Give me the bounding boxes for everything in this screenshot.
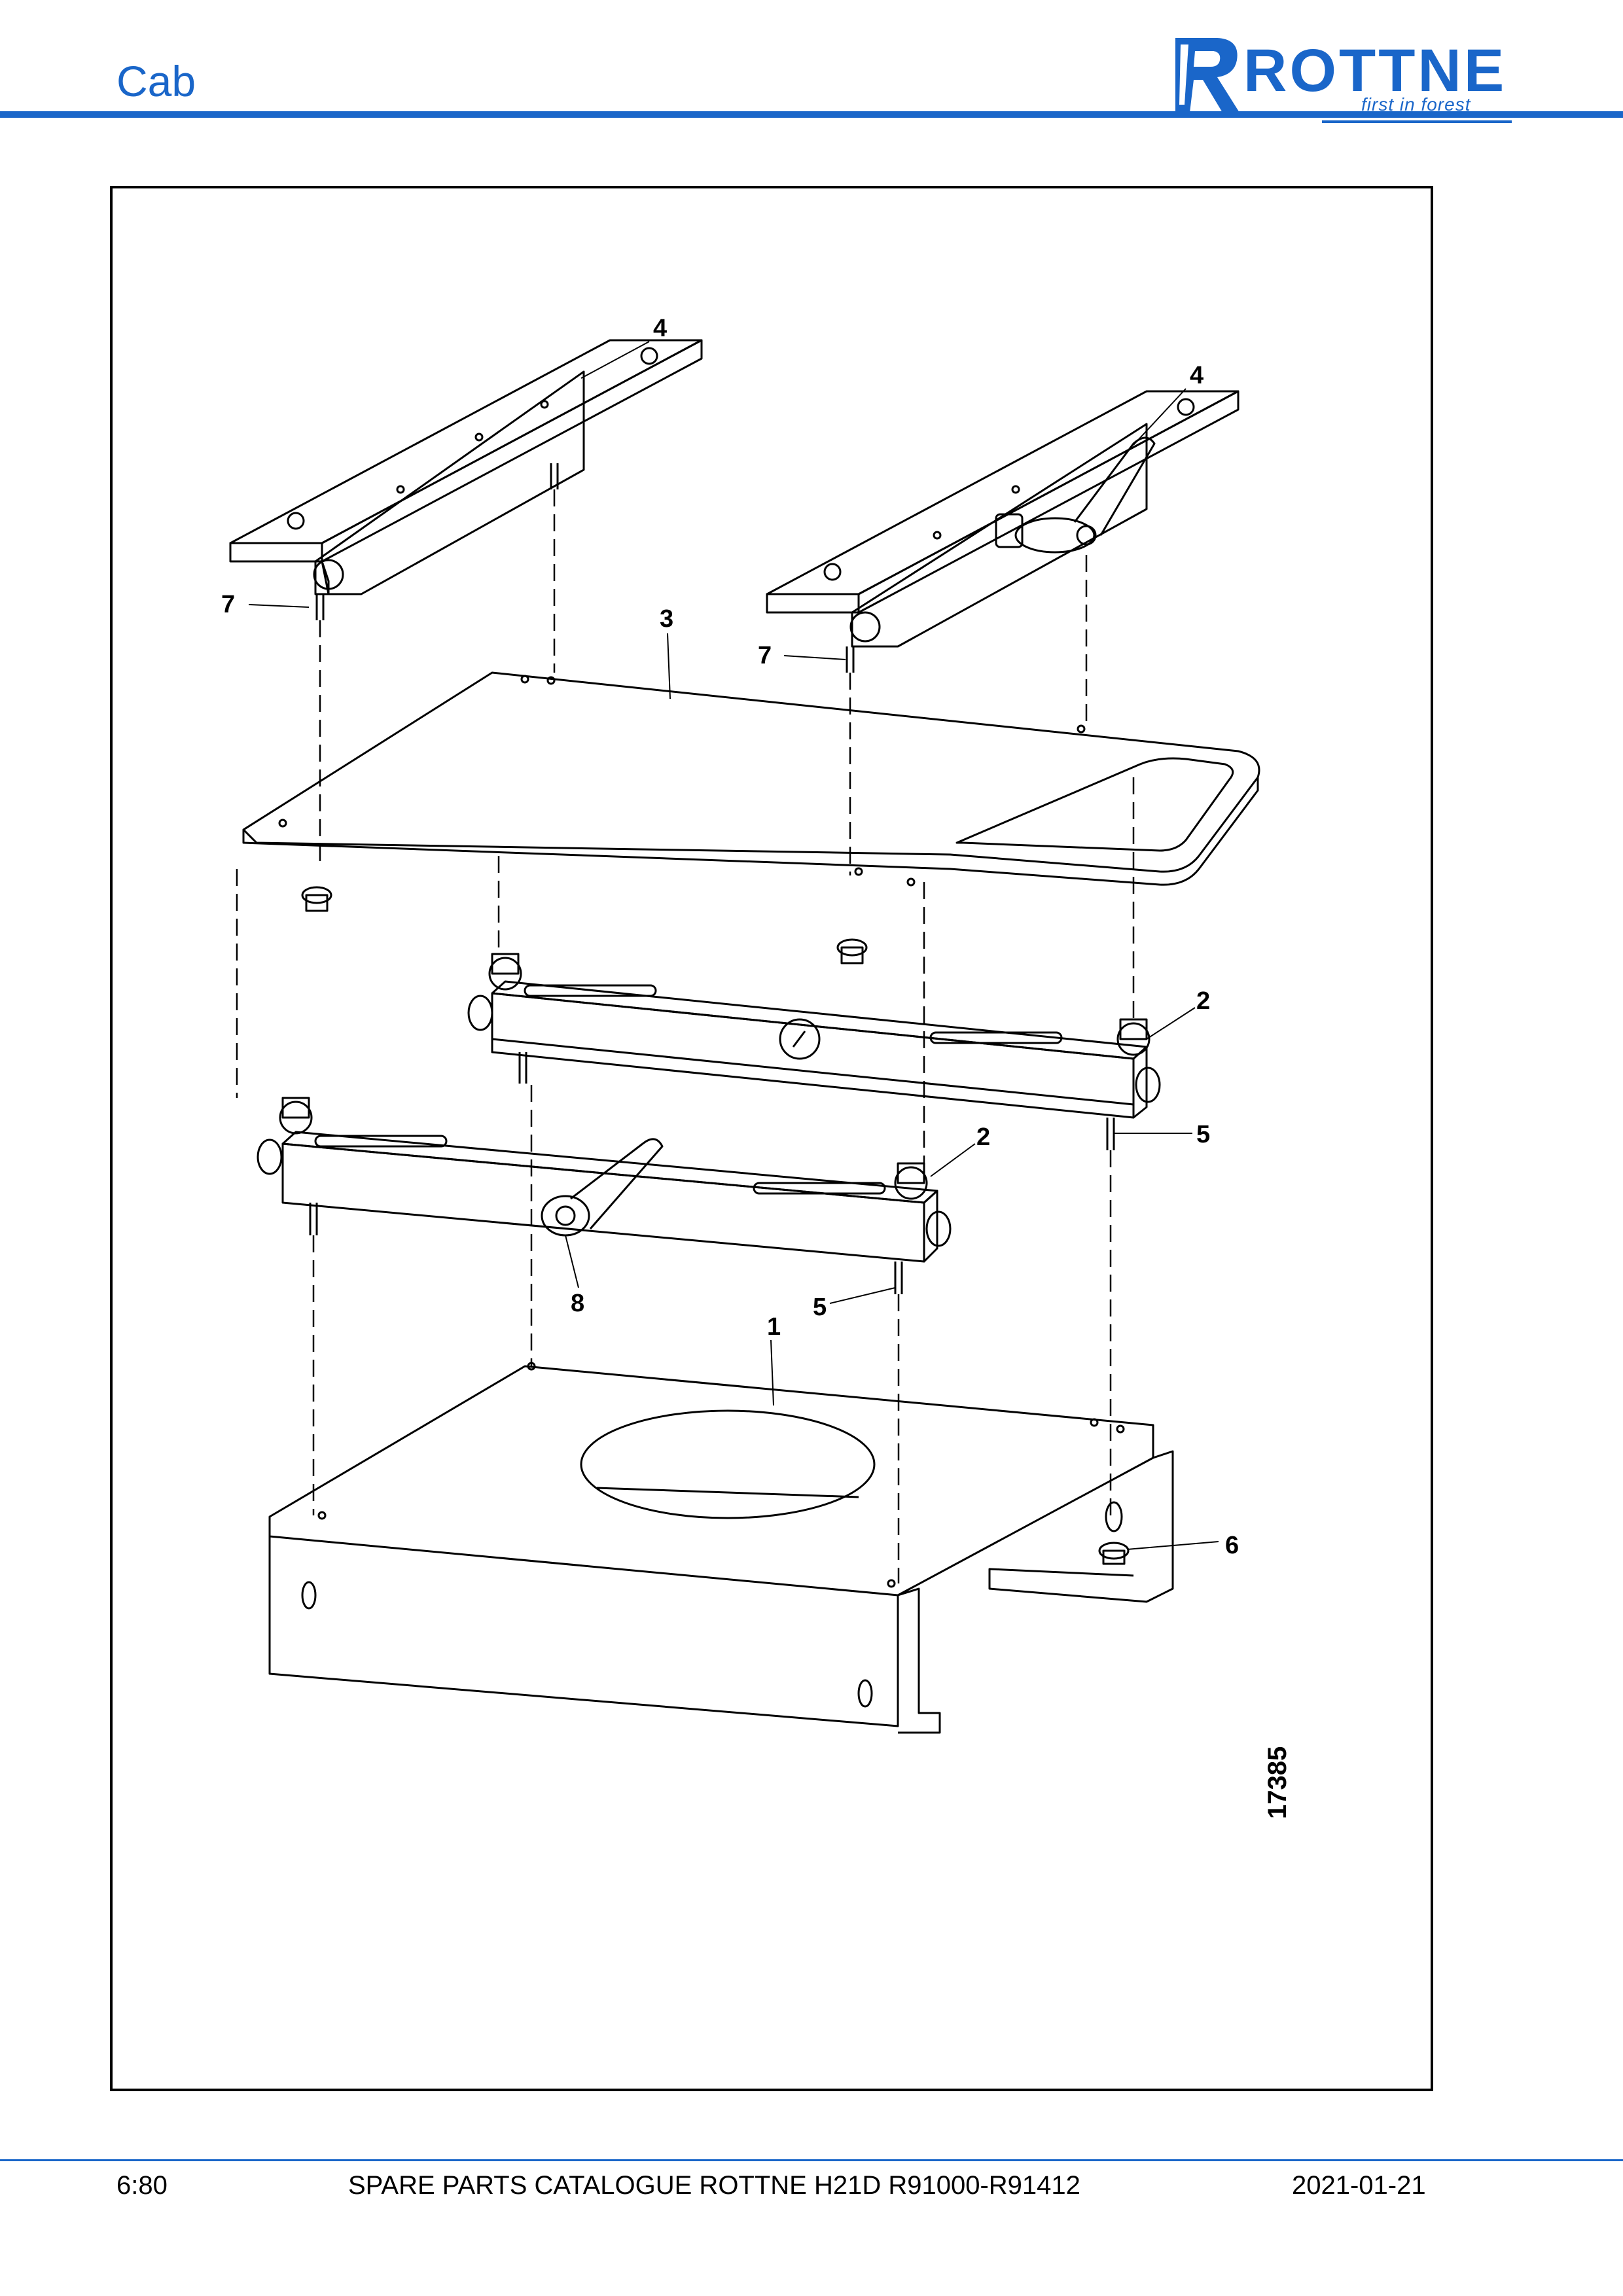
callout-7-right: 7 — [758, 642, 772, 669]
callout-4-right: 4 — [1190, 362, 1204, 389]
callout-1: 1 — [767, 1313, 781, 1341]
rottne-r-logo-icon — [1175, 38, 1240, 113]
slide-bar-upper — [467, 953, 1161, 1150]
catalogue-title: SPARE PARTS CATALOGUE ROTTNE H21D R91000… — [348, 2171, 1080, 2200]
seat-rail-left — [229, 339, 703, 620]
parts-illustration: 1 2 2 3 4 4 5 5 6 7 7 8 — [221, 315, 1260, 1734]
callout-7-left: 7 — [221, 591, 235, 618]
callout-2-lower: 2 — [976, 1123, 990, 1151]
callout-4-left: 4 — [653, 315, 667, 342]
callout-6: 6 — [1225, 1532, 1239, 1559]
brand-name: ROTTNE — [1243, 37, 1507, 104]
seat-rail-right — [766, 390, 1240, 673]
page-number: 6:80 — [116, 2171, 168, 2200]
figure-number: 17385 — [1263, 1746, 1292, 1819]
callout-2-upper: 2 — [1196, 987, 1210, 1015]
page-title: Cab — [116, 57, 196, 105]
seat-base — [268, 1362, 1174, 1734]
callout-5-right: 5 — [1196, 1121, 1210, 1148]
callout-8: 8 — [571, 1290, 584, 1317]
callout-3: 3 — [660, 605, 673, 633]
brand-logo: ROTTNE first in forest — [1171, 31, 1512, 123]
callout-5-lower: 5 — [813, 1294, 827, 1321]
footer-divider — [0, 2159, 1623, 2161]
flange-nuts-upper — [301, 886, 868, 964]
mounting-plate — [242, 671, 1260, 887]
header-divider — [0, 111, 1623, 118]
assembly-guide-lines — [236, 489, 1135, 1583]
catalogue-date: 2021-01-21 — [1292, 2171, 1426, 2200]
callout-leaders — [248, 341, 1219, 1550]
slide-bar-lower — [257, 1097, 952, 1294]
brand-tagline: first in forest — [1361, 94, 1471, 115]
exploded-parts-drawing: 1 2 2 3 4 4 5 5 6 7 7 8 — [110, 186, 1433, 2091]
logo-underline — [1322, 120, 1512, 123]
